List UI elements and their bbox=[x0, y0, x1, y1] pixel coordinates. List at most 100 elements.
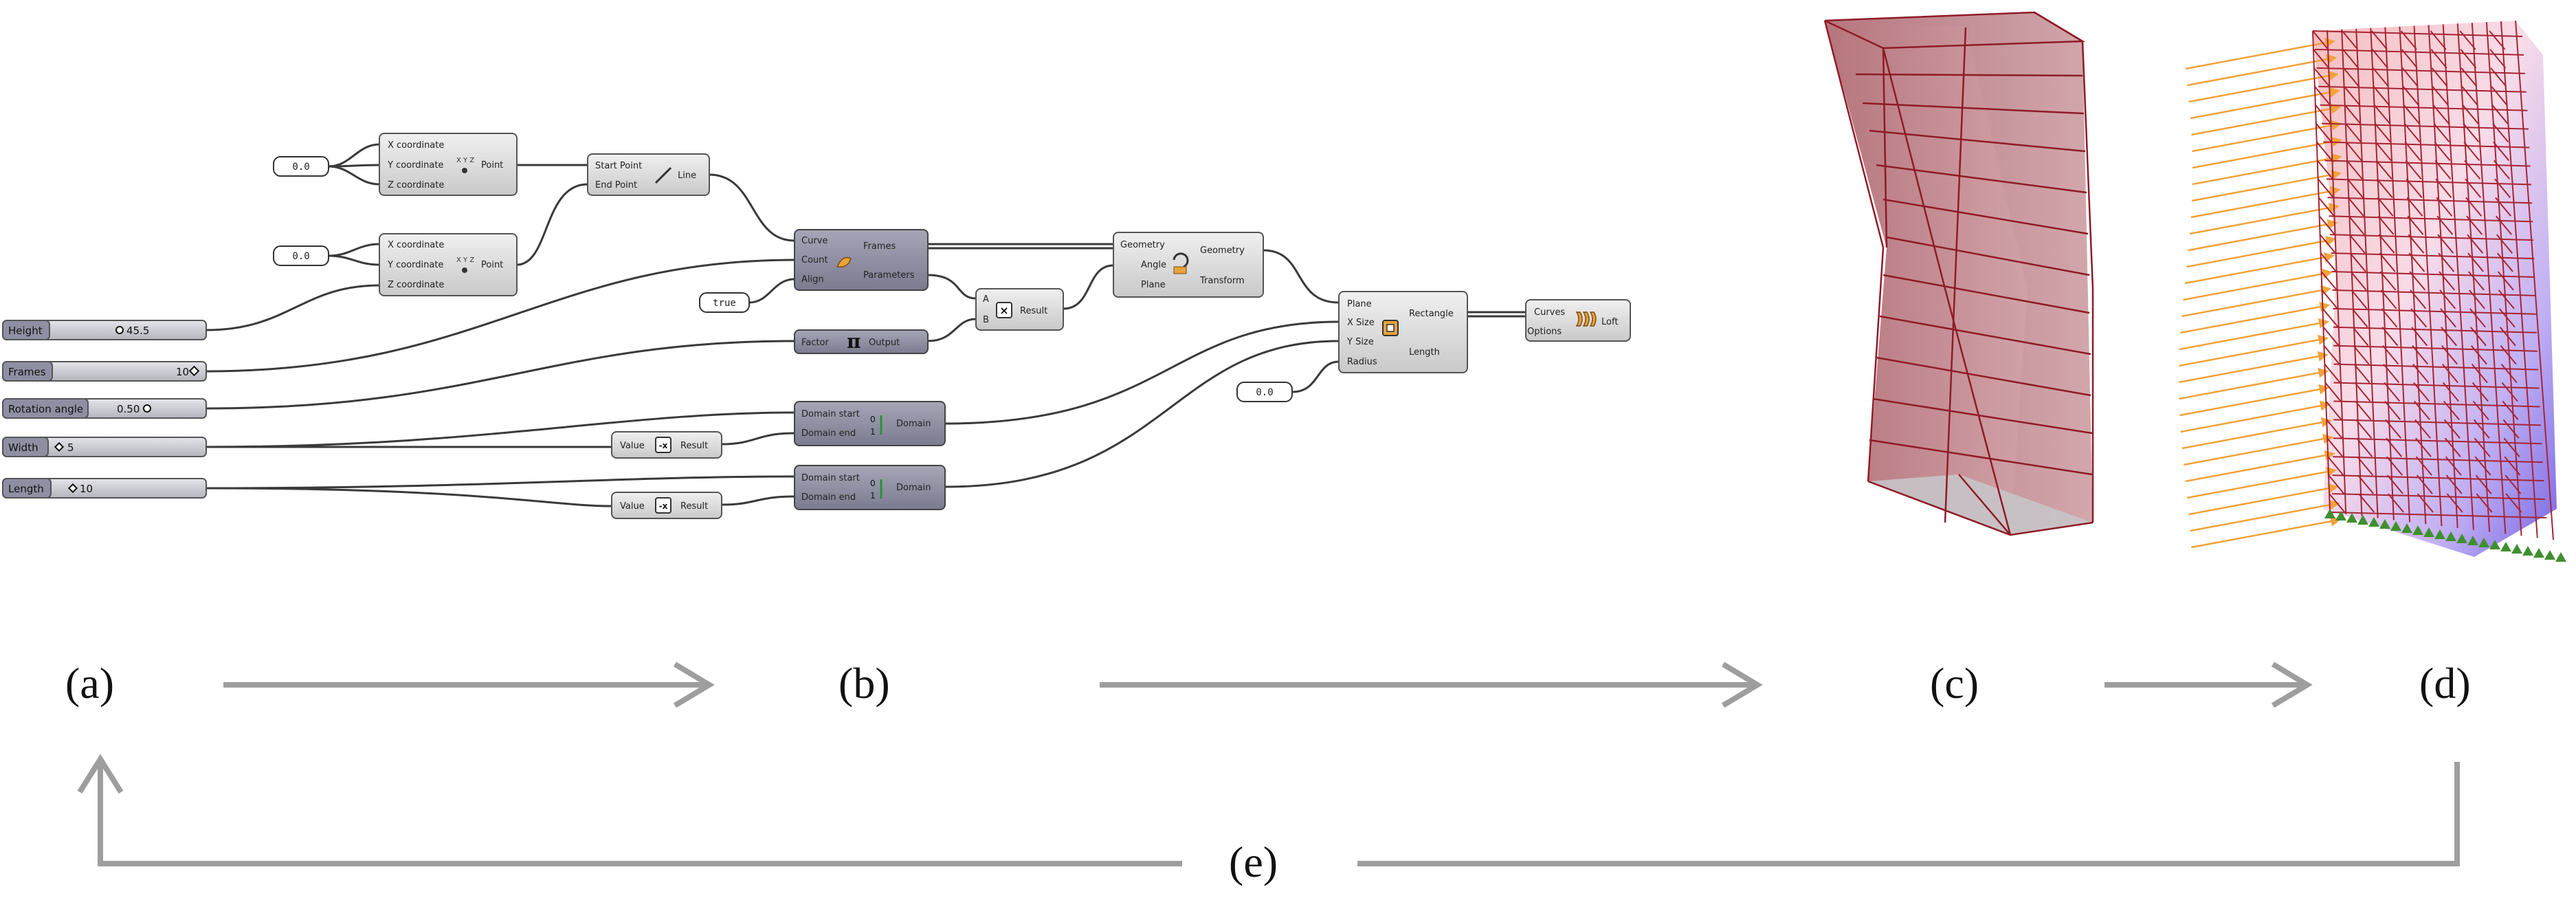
slider-value: 5 bbox=[67, 441, 74, 454]
mesh-line bbox=[2326, 419, 2343, 439]
construct-point-component-2[interactable]: X coordinate Y coordinate Z coordinate X… bbox=[379, 233, 518, 296]
mesh-line bbox=[2386, 437, 2403, 457]
mesh-line bbox=[2333, 344, 2538, 352]
mesh-line bbox=[2444, 437, 2461, 457]
load-arrow bbox=[2185, 450, 2335, 483]
multiplication-component[interactable]: A B × Result bbox=[975, 288, 1064, 331]
input-plane: Plane bbox=[1141, 280, 1166, 290]
point-dot-icon bbox=[462, 168, 467, 173]
mesh-line bbox=[2432, 105, 2450, 124]
mesh-line bbox=[2408, 234, 2425, 254]
rotate-component[interactable]: Geometry Angle Plane Geometry Transform bbox=[1113, 232, 1264, 298]
mesh-line bbox=[2355, 419, 2373, 439]
wire-domain1-xsize bbox=[944, 320, 1340, 425]
output-loft: Loft bbox=[1601, 317, 1618, 327]
wire-length-neg2 bbox=[206, 487, 612, 507]
output-length: Length bbox=[1409, 347, 1440, 358]
flow-arrow-d-a-feedback bbox=[1357, 762, 2460, 866]
mesh-line bbox=[2505, 474, 2522, 494]
mesh-line bbox=[2504, 456, 2521, 476]
support-marker bbox=[2335, 511, 2346, 521]
slider-grip[interactable] bbox=[115, 326, 124, 334]
mesh-line bbox=[2327, 437, 2344, 457]
mesh-line bbox=[2492, 122, 2509, 143]
loft-component[interactable]: Curves Options Loft bbox=[1525, 299, 1631, 342]
rectangle-component[interactable]: Plane X Size Y Size Radius Rectangle Len… bbox=[1338, 291, 1468, 373]
slider-grip[interactable] bbox=[54, 441, 65, 452]
negative-component-1[interactable]: Value -x Result bbox=[611, 431, 722, 459]
slider-grip[interactable] bbox=[67, 483, 78, 494]
slider-frames[interactable]: Frames 10 bbox=[2, 361, 207, 382]
negative-component-2[interactable]: Value -x Result bbox=[611, 492, 722, 519]
mesh-line bbox=[2413, 25, 2443, 527]
slider-label: Length bbox=[8, 483, 44, 495]
mesh-line bbox=[2316, 122, 2332, 143]
mesh-line bbox=[2402, 86, 2419, 106]
slider-value: 45.5 bbox=[126, 325, 149, 337]
negative-icon bbox=[655, 497, 671, 514]
pi-icon: π bbox=[847, 330, 861, 353]
domain-icon: 0 1 bbox=[870, 479, 882, 501]
input-align: Align bbox=[801, 274, 824, 285]
slider-grip[interactable] bbox=[188, 365, 200, 377]
frames-icon bbox=[836, 256, 852, 267]
mesh-line bbox=[2439, 271, 2456, 291]
mesh-line bbox=[2439, 289, 2456, 309]
mesh-line bbox=[2503, 437, 2520, 457]
wire-height-zcoord bbox=[206, 284, 380, 331]
wire-panelx-xcoord bbox=[328, 143, 380, 168]
support-marker bbox=[2423, 527, 2434, 537]
mesh-line bbox=[2329, 234, 2534, 241]
mesh-line bbox=[2465, 197, 2483, 217]
mesh-line bbox=[2406, 197, 2423, 217]
boolean-toggle-true[interactable]: true bbox=[699, 292, 750, 313]
mesh-line bbox=[2463, 141, 2480, 162]
load-arrow bbox=[2192, 120, 2342, 153]
mesh-line bbox=[2354, 382, 2371, 402]
mesh-line bbox=[2468, 271, 2485, 291]
load-arrow bbox=[2178, 351, 2329, 384]
mesh-line bbox=[2374, 122, 2391, 143]
construct-point-component-1[interactable]: X coordinate Y coordinate Z coordinate X… bbox=[379, 133, 518, 196]
mesh-line bbox=[2441, 327, 2457, 347]
mesh-line bbox=[2491, 105, 2509, 124]
slider-height[interactable]: Height 45.5 bbox=[2, 320, 207, 340]
curve-frames-component[interactable]: Curve Count Align Frames Parameters bbox=[794, 229, 929, 291]
line-component[interactable]: Start Point End Point Line bbox=[587, 153, 710, 196]
mesh-line bbox=[2346, 178, 2364, 198]
mesh-line bbox=[2349, 252, 2366, 272]
slider-length[interactable]: Length 10 bbox=[2, 478, 207, 499]
load-arrow bbox=[2188, 70, 2339, 103]
support-marker bbox=[2346, 513, 2357, 523]
panel-value: 0.0 bbox=[292, 162, 309, 173]
mesh-line bbox=[2381, 327, 2399, 347]
input-x-size: X Size bbox=[1347, 318, 1375, 328]
mesh-line bbox=[2343, 86, 2360, 106]
construct-domain-component-1[interactable]: Domain start Domain end 0 1 Domain bbox=[794, 401, 946, 446]
number-panel-y[interactable]: 0.0 bbox=[273, 245, 329, 266]
slider-width[interactable]: Width 5 bbox=[2, 437, 207, 457]
number-panel-radius[interactable]: 0.0 bbox=[1236, 382, 1293, 402]
mesh-line bbox=[2406, 178, 2423, 198]
wire-frames-count bbox=[206, 259, 795, 373]
xyz-point-icon: X Y Z bbox=[456, 256, 474, 264]
mesh-line bbox=[2331, 512, 2547, 518]
input-value: Value bbox=[620, 441, 645, 451]
support-marker bbox=[2445, 532, 2456, 541]
slider-rotation-angle[interactable]: Rotation angle 0.50 bbox=[2, 398, 207, 419]
mesh-line bbox=[2403, 105, 2420, 124]
input-radius: Radius bbox=[1347, 357, 1377, 367]
structural-analysis-model bbox=[2178, 20, 2566, 562]
construct-domain-component-2[interactable]: Domain start Domain end 0 1 Domain bbox=[794, 465, 946, 510]
number-panel-x[interactable]: 0.0 bbox=[273, 156, 329, 177]
mesh-line bbox=[2440, 308, 2457, 328]
mesh-line bbox=[2501, 382, 2518, 402]
mesh-line bbox=[2316, 141, 2333, 162]
load-arrow bbox=[2183, 268, 2333, 301]
slider-grip[interactable] bbox=[143, 404, 151, 413]
mesh-line bbox=[2500, 363, 2518, 384]
load-arrow bbox=[2181, 417, 2332, 450]
pi-component[interactable]: Factor π Output bbox=[794, 329, 929, 354]
load-arrow bbox=[2179, 318, 2329, 351]
mesh-line bbox=[2328, 474, 2345, 494]
